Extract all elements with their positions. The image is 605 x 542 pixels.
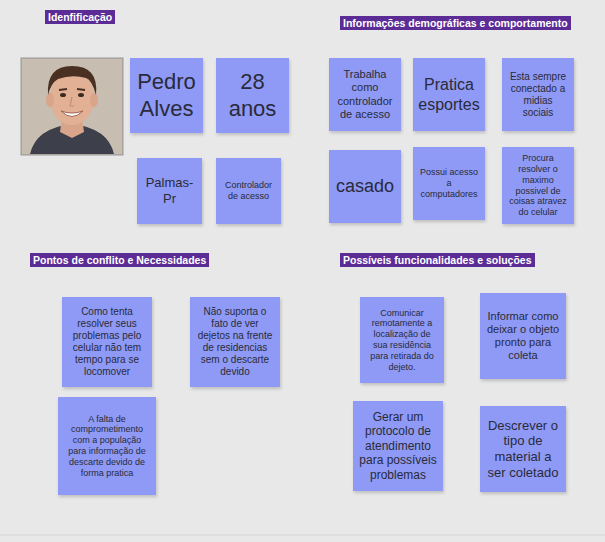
sticky-note: Palmas-Pr <box>137 158 202 224</box>
sticky-note: Trabalha como controlador de acesso <box>329 58 401 131</box>
note-text: A falta de comprometimento com a populaç… <box>63 414 151 479</box>
heading-text: Idenfificação <box>48 11 112 23</box>
sticky-note: 28 anos <box>216 58 289 133</box>
sticky-note: Gerar um protocolo de atendimento para p… <box>353 401 443 491</box>
sticky-note: A falta de comprometimento com a populaç… <box>58 397 156 495</box>
note-text: 28 anos <box>221 69 284 122</box>
section-heading: Pontos de conflito e Necessidades <box>30 253 209 267</box>
note-text: Pratica esportes <box>418 75 480 113</box>
sticky-note: casado <box>329 150 401 223</box>
section-heading: Informações demográficas e comportamento <box>340 16 571 30</box>
sticky-note: Informar como deixar o objeto pronto par… <box>480 293 566 379</box>
note-text: casado <box>336 176 394 198</box>
sticky-note: Controlador de acesso <box>216 158 281 224</box>
heading-text: Informações demográficas e comportamento <box>343 17 568 29</box>
profile-photo <box>21 58 123 155</box>
note-text: Palmas-Pr <box>142 175 197 206</box>
sticky-note: Possui acesso a computadores <box>413 147 485 220</box>
sticky-note: Como tenta resolver seus problemas pelo … <box>62 297 152 387</box>
note-text: Esta sempre conectado a midias sociais <box>507 71 569 119</box>
note-text: Procura resolver o maximo possivel de co… <box>507 153 569 218</box>
note-text: Não suporta o fato de ver dejetos na fre… <box>195 306 275 378</box>
sticky-note: Comunicar remotamente a localização de s… <box>360 297 444 383</box>
sticky-note: Descrever o tipo de material a ser colet… <box>480 406 566 492</box>
heading-text: Possíveis funcionalidades e soluções <box>343 254 532 266</box>
note-text: Comunicar remotamente a localização de s… <box>365 308 439 373</box>
sticky-note: Pratica esportes <box>413 58 485 131</box>
sticky-note: Esta sempre conectado a midias sociais <box>502 58 574 131</box>
sticky-note: Procura resolver o maximo possivel de co… <box>502 147 574 224</box>
note-text: Como tenta resolver seus problemas pelo … <box>67 306 147 378</box>
sticky-note: Não suporta o fato de ver dejetos na fre… <box>190 297 280 387</box>
sticky-note: Pedro Alves <box>130 58 203 133</box>
heading-text: Pontos de conflito e Necessidades <box>33 254 206 266</box>
note-text: Controlador de acesso <box>221 180 276 202</box>
note-text: Informar como deixar o objeto pronto par… <box>485 310 561 363</box>
section-heading: Idenfificação <box>45 10 115 24</box>
note-text: Pedro Alves <box>135 69 198 122</box>
board-edge-line <box>0 535 605 536</box>
note-text: Gerar um protocolo de atendimento para p… <box>358 410 438 482</box>
note-text: Descrever o tipo de material a ser colet… <box>485 418 561 480</box>
section-heading: Possíveis funcionalidades e soluções <box>340 253 535 267</box>
note-text: Trabalha como controlador de acesso <box>334 68 396 121</box>
note-text: Possui acesso a computadores <box>418 167 480 199</box>
